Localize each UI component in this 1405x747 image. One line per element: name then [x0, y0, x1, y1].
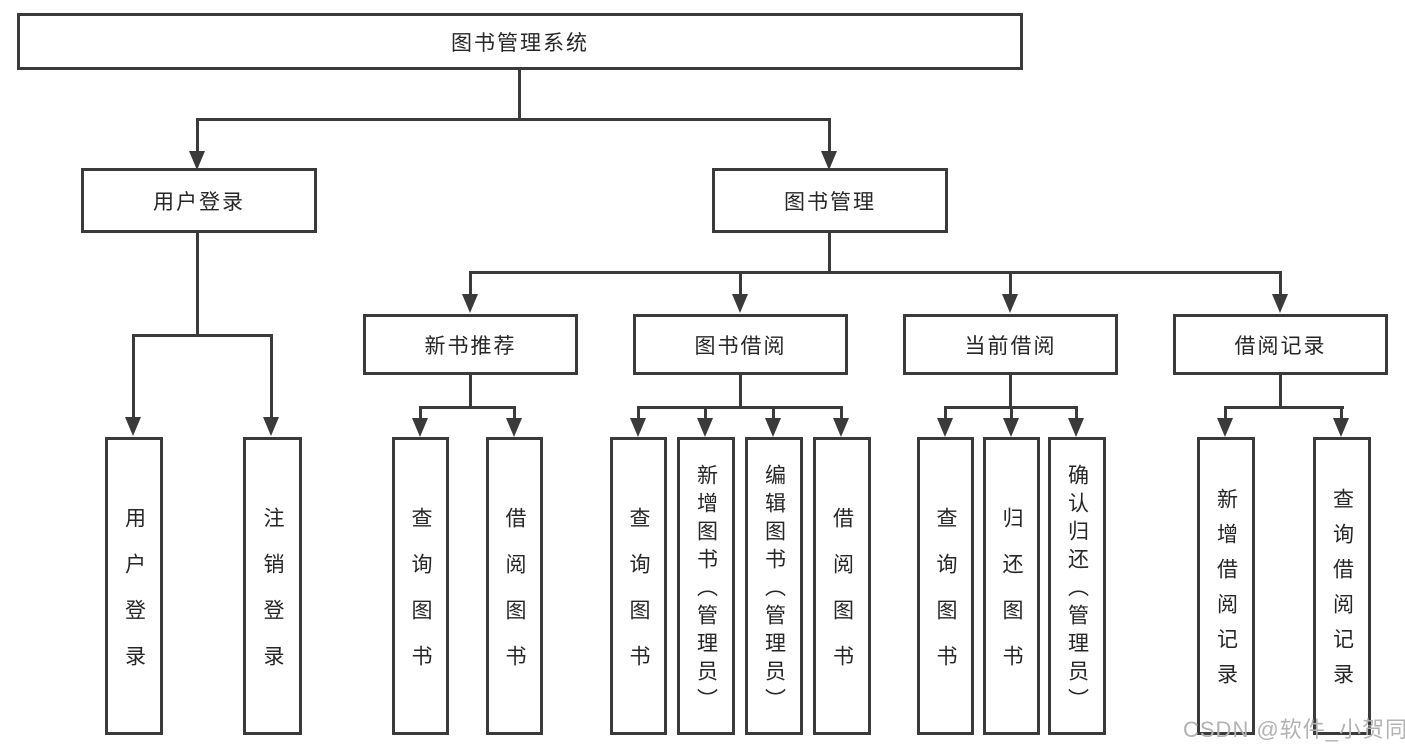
node-user-login: 用户登录 — [81, 168, 317, 233]
arrow-stem — [196, 118, 199, 153]
arrow-head-icon — [765, 418, 781, 437]
node-new-book-recommend-label: 新书推荐 — [424, 334, 517, 358]
node-book-management-label: 图书管理 — [784, 190, 876, 214]
leaf-borrow-books-recommend: 借阅图书 — [486, 437, 543, 735]
connector-user-login-rail — [132, 334, 273, 337]
leaf-query-books-borrow-label: 查询图书 — [627, 506, 650, 691]
connector-book-management-rail — [469, 271, 1282, 274]
leaf-borrow-books-label: 借阅图书 — [830, 506, 854, 691]
arrow-head-icon — [1068, 418, 1084, 437]
connector-current-borrow-drop — [1009, 375, 1012, 408]
leaf-edit-book-admin-label: 编辑图书（管理员） — [762, 463, 786, 716]
arrow-head-icon — [125, 417, 141, 436]
connector-borrow-records-rail — [1224, 406, 1344, 409]
node-current-borrow-label: 当前借阅 — [964, 334, 1057, 358]
node-borrow-records-label: 借阅记录 — [1234, 334, 1327, 358]
arrow-stem — [637, 406, 640, 420]
arrow-stem — [739, 271, 742, 296]
leaf-add-borrow-record: 新增借阅记录 — [1197, 437, 1255, 735]
leaf-confirm-return-admin: 确认归还（管理员） — [1048, 437, 1106, 735]
arrow-stem — [944, 406, 947, 420]
node-book-borrow: 图书借阅 — [633, 314, 848, 375]
arrow-stem — [840, 406, 843, 420]
arrow-head-icon — [506, 418, 522, 437]
csdn-watermark: CSDN @软件_小贺同学 — [1183, 717, 1405, 742]
leaf-query-books-current-label: 查询图书 — [934, 506, 957, 691]
leaf-borrow-books-recommend-label: 借阅图书 — [503, 506, 526, 691]
arrow-head-icon — [732, 294, 748, 313]
connector-user-login-drop — [196, 233, 199, 336]
node-borrow-records: 借阅记录 — [1173, 314, 1388, 375]
leaf-query-books-current: 查询图书 — [917, 437, 974, 735]
arrow-head-icon — [1217, 418, 1233, 437]
leaf-return-book-label: 归还图书 — [1000, 506, 1023, 691]
leaf-add-borrow-record-label: 新增借阅记录 — [1214, 488, 1238, 698]
node-current-borrow: 当前借阅 — [903, 314, 1118, 375]
arrow-stem — [704, 406, 707, 420]
arrow-head-icon — [263, 417, 279, 436]
node-user-login-label: 用户登录 — [153, 190, 245, 214]
arrow-head-icon — [189, 151, 205, 170]
connector-book-management-drop — [828, 233, 831, 273]
arrow-head-icon — [937, 418, 953, 437]
leaf-edit-book-admin: 编辑图书（管理员） — [745, 437, 803, 735]
leaf-query-borrow-record: 查询借阅记录 — [1313, 437, 1371, 735]
connector-new-book-recommend-rail — [419, 406, 516, 409]
leaf-user-login: 用户登录 — [105, 437, 163, 735]
node-book-management: 图书管理 — [712, 168, 948, 233]
node-root: 图书管理系统 — [17, 13, 1023, 70]
leaf-query-books-recommend-label: 查询图书 — [409, 506, 432, 691]
arrow-head-icon — [462, 294, 478, 313]
arrow-head-icon — [697, 418, 713, 437]
arrow-stem — [132, 334, 135, 419]
leaf-return-book: 归还图书 — [983, 437, 1040, 735]
arrow-stem — [1010, 406, 1013, 420]
arrow-stem — [419, 406, 422, 420]
arrow-head-icon — [412, 418, 428, 437]
arrow-head-icon — [1333, 418, 1349, 437]
arrow-stem — [1075, 406, 1078, 420]
arrow-stem — [469, 271, 472, 296]
leaf-borrow-books: 借阅图书 — [813, 437, 871, 735]
node-new-book-recommend: 新书推荐 — [363, 314, 578, 375]
arrow-stem — [1224, 406, 1227, 420]
leaf-add-book-admin-label: 新增图书（管理员） — [694, 463, 718, 716]
connector-book-borrow-rail — [637, 406, 842, 409]
arrow-stem — [270, 334, 273, 419]
leaf-query-books-recommend: 查询图书 — [392, 437, 449, 735]
leaf-query-books-borrow: 查询图书 — [610, 437, 667, 735]
node-root-label: 图书管理系统 — [451, 31, 589, 55]
arrow-stem — [1279, 271, 1282, 296]
connector-book-borrow-drop — [739, 375, 742, 408]
arrow-stem — [828, 118, 831, 153]
arrow-head-icon — [1003, 418, 1019, 437]
arrow-stem — [1009, 271, 1012, 296]
arrow-head-icon — [1002, 294, 1018, 313]
connector-root-rail — [196, 118, 831, 121]
node-book-borrow-label: 图书借阅 — [694, 334, 787, 358]
leaf-logout-label: 注销登录 — [261, 506, 284, 691]
leaf-confirm-return-admin-label: 确认归还（管理员） — [1065, 463, 1089, 716]
connector-root-drop — [518, 70, 521, 120]
leaf-user-login-label: 用户登录 — [122, 506, 146, 691]
leaf-add-book-admin: 新增图书（管理员） — [677, 437, 735, 735]
connector-new-book-recommend-drop — [469, 375, 472, 408]
leaf-logout: 注销登录 — [243, 437, 302, 735]
arrow-head-icon — [833, 418, 849, 437]
arrow-head-icon — [1272, 294, 1288, 313]
arrow-head-icon — [821, 151, 837, 170]
arrow-stem — [772, 406, 775, 420]
connector-borrow-records-drop — [1279, 375, 1282, 408]
leaf-query-borrow-record-label: 查询借阅记录 — [1330, 488, 1354, 698]
arrow-head-icon — [630, 418, 646, 437]
arrow-stem — [1340, 406, 1343, 420]
arrow-stem — [513, 406, 516, 420]
